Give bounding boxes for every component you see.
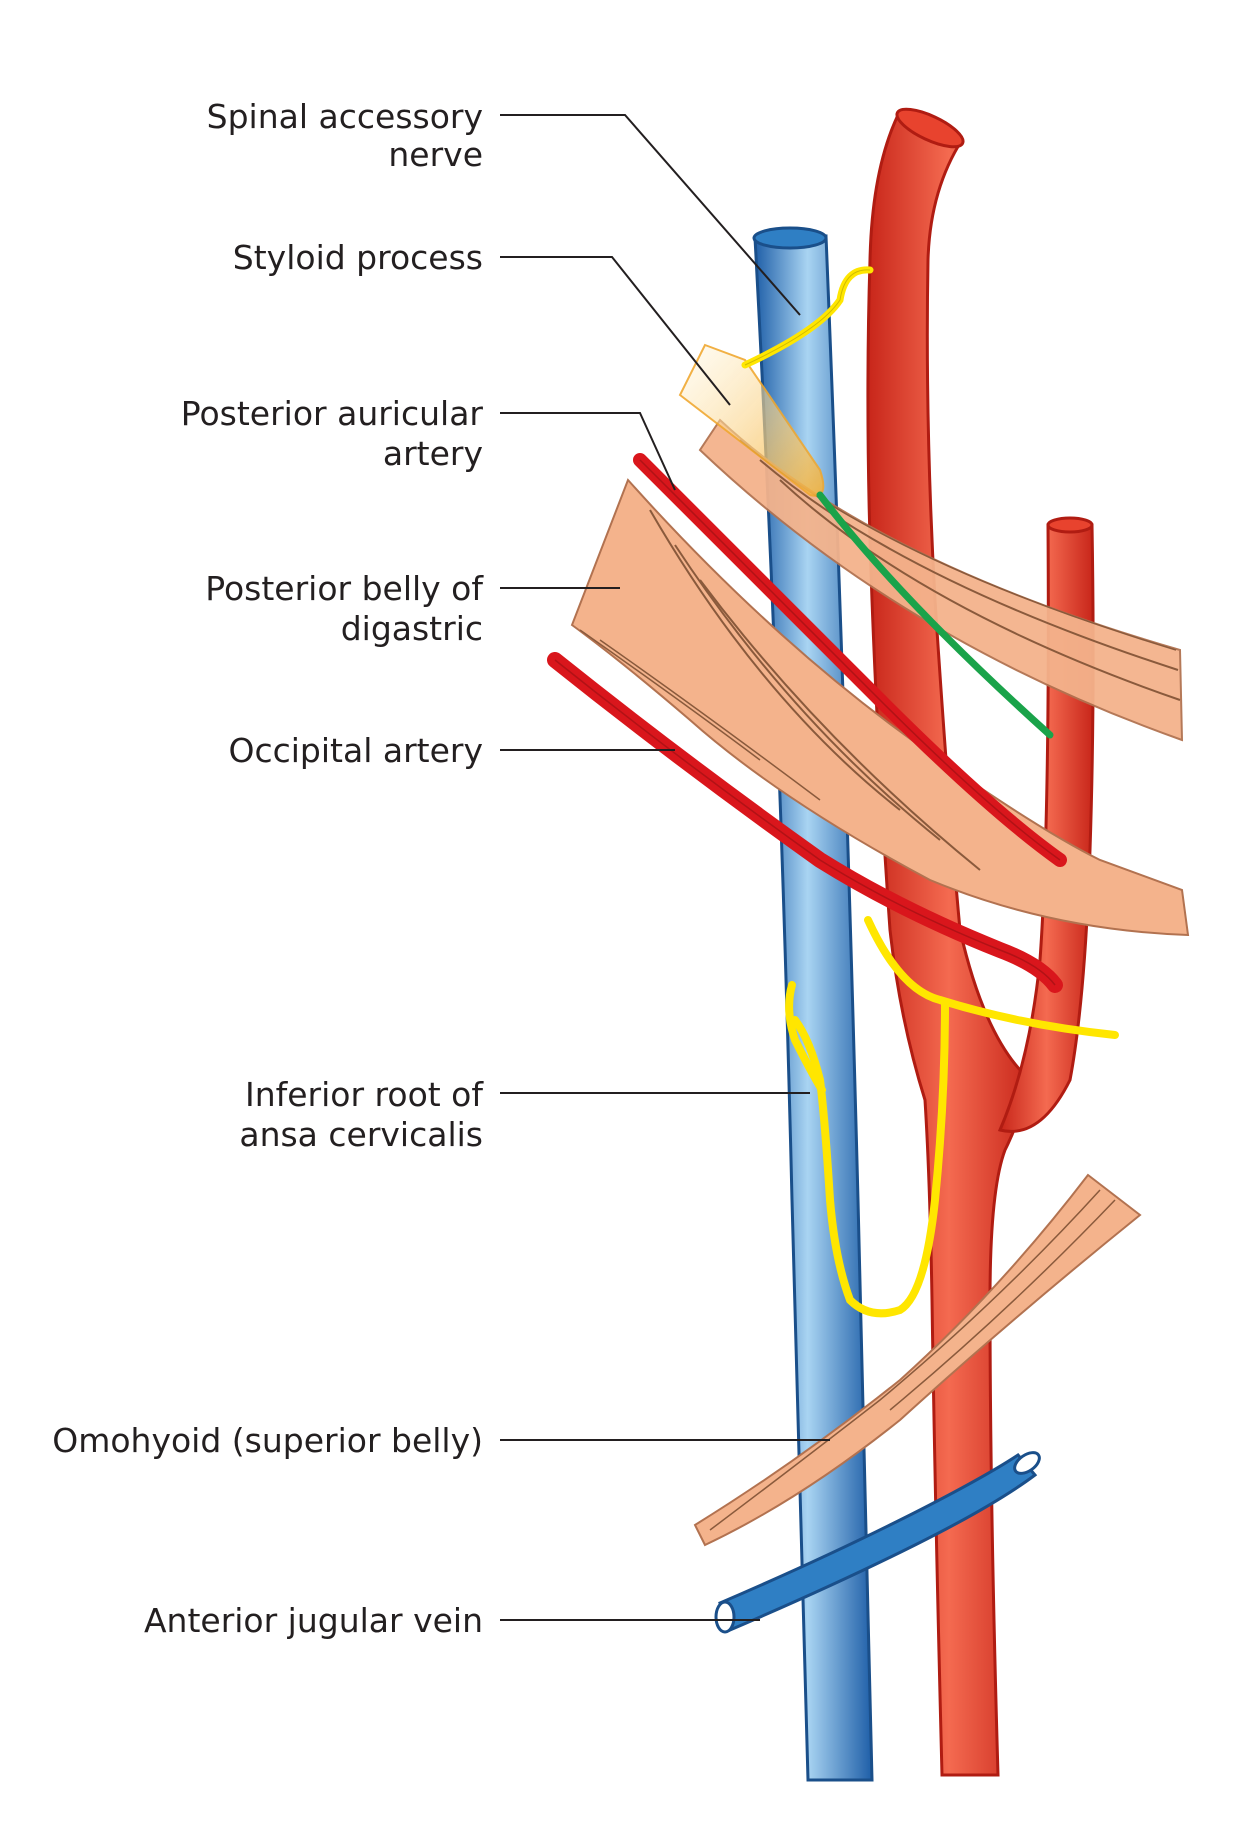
label-posterior-belly-digastric-2: digastric: [341, 609, 483, 648]
label-anterior-jugular-vein: Anterior jugular vein: [144, 1601, 483, 1640]
label-spinal-accessory-nerve-2: nerve: [388, 135, 483, 174]
leader-lines: [500, 114, 830, 1621]
posterior-belly-digastric: [570, 478, 1190, 937]
hypoglossal-nerve: [816, 491, 1054, 739]
carotid-artery: [866, 107, 1032, 1777]
label-posterior-auricular-artery-2: artery: [383, 434, 483, 473]
styloid-process: [678, 343, 825, 497]
anterior-jugular-vein: [714, 1451, 1041, 1634]
labels: Spinal accessory nerve Styloid process P…: [52, 97, 484, 1640]
label-posterior-auricular-artery: Posterior auricular: [181, 394, 484, 433]
label-spinal-accessory-nerve: Spinal accessory: [207, 97, 483, 136]
label-styloid-process: Styloid process: [233, 238, 483, 277]
label-posterior-belly-digastric: Posterior belly of: [205, 569, 484, 608]
label-inferior-root-ansa: Inferior root of: [245, 1075, 484, 1114]
omohyoid-superior-belly: [693, 1173, 1142, 1547]
label-inferior-root-ansa-2: ansa cervicalis: [239, 1115, 483, 1154]
label-occipital-artery: Occipital artery: [229, 731, 484, 770]
label-omohyoid: Omohyoid (superior belly): [52, 1421, 483, 1460]
inferior-root-ansa-cervicalis: [785, 981, 826, 1094]
spinal-accessory-nerve: [741, 266, 874, 369]
